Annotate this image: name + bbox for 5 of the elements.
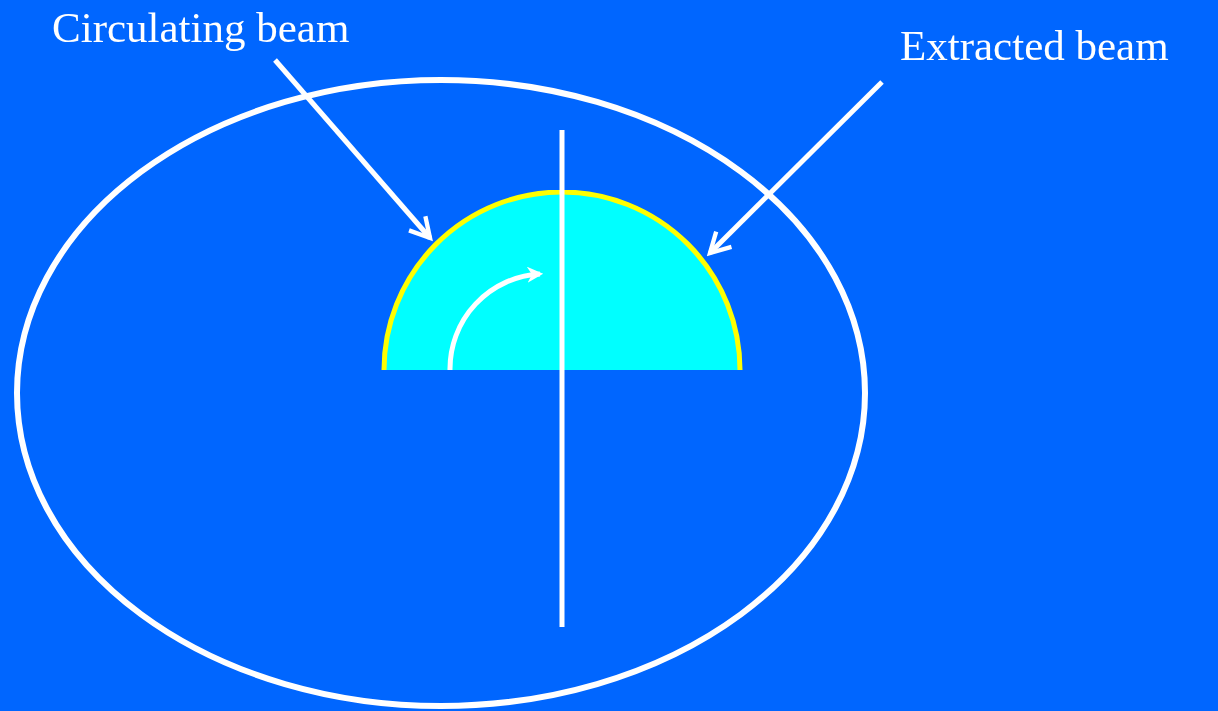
- beam-label: Extracted beam: [900, 22, 1202, 70]
- beam-label: Circulating beam: [52, 4, 387, 52]
- leader-arrow: [273, 58, 433, 241]
- leader-arrow: [707, 80, 884, 256]
- half-disk-drawing: [381, 190, 743, 372]
